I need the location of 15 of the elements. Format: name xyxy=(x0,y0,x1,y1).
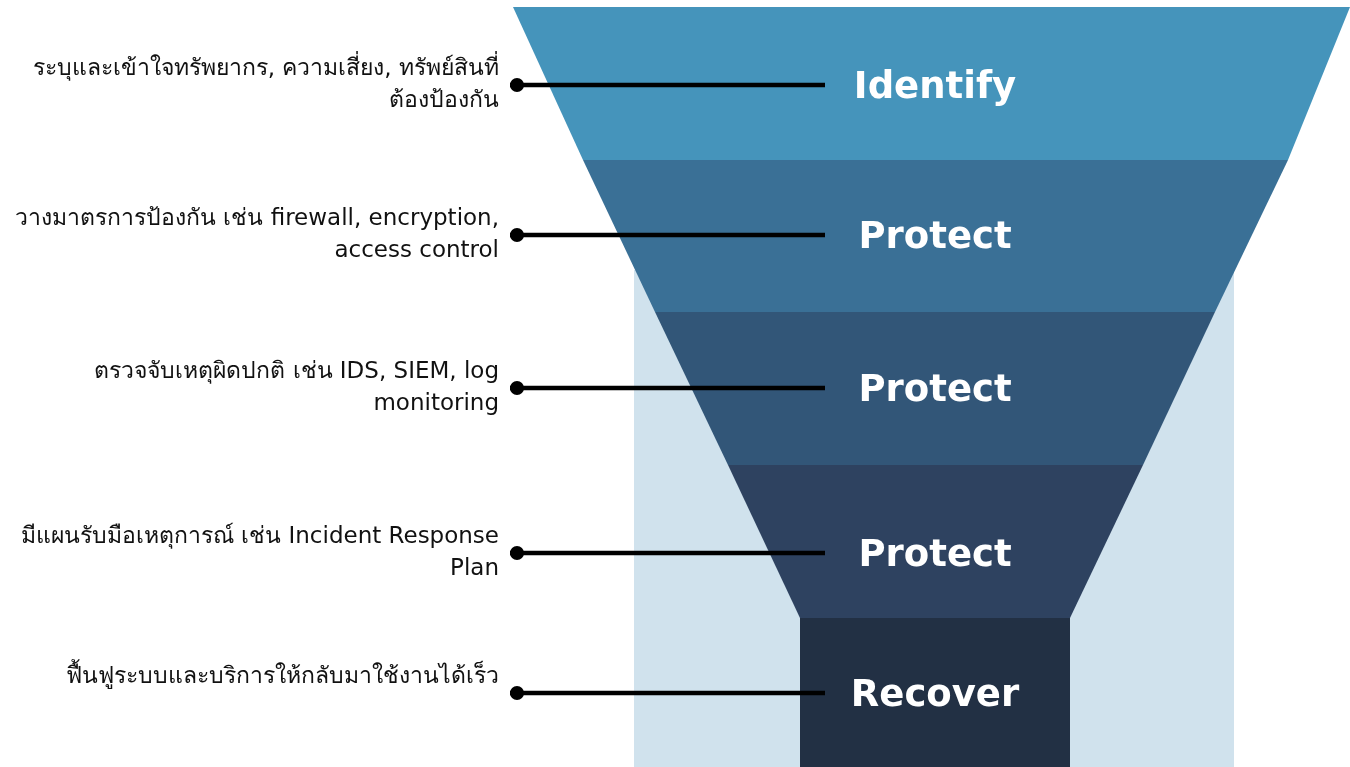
leader-line xyxy=(510,228,825,242)
stage-description: มีแผนรับมือเหตุการณ์ เช่น Incident Response Plan xyxy=(19,521,499,582)
leader-line xyxy=(510,381,825,395)
stage-description: วางมาตรการป้องกัน เช่น firewall, encryption, access control xyxy=(14,203,499,264)
stage-description: ระบุและเข้าใจทรัพยากร, ความเสี่ยง, ทรัพย์สินที่ต้องป้องกัน xyxy=(0,51,499,115)
stage-title: Protect xyxy=(858,531,1012,575)
stage-description: ตรวจจับเหตุผิดปกติ เช่น IDS, SIEM, log monitoring xyxy=(93,356,499,417)
stage-title: Protect xyxy=(858,213,1012,257)
stage-description: ฟื้นฟูระบบและบริการให้กลับมาใช้งานได้เร็ว xyxy=(0,659,499,691)
stage-title: Protect xyxy=(858,366,1012,410)
leader-line xyxy=(510,78,825,92)
stage-title: Identify xyxy=(853,63,1017,107)
leader-line xyxy=(510,546,825,560)
leader-line xyxy=(510,686,825,700)
stage-title: Recover xyxy=(850,671,1020,715)
